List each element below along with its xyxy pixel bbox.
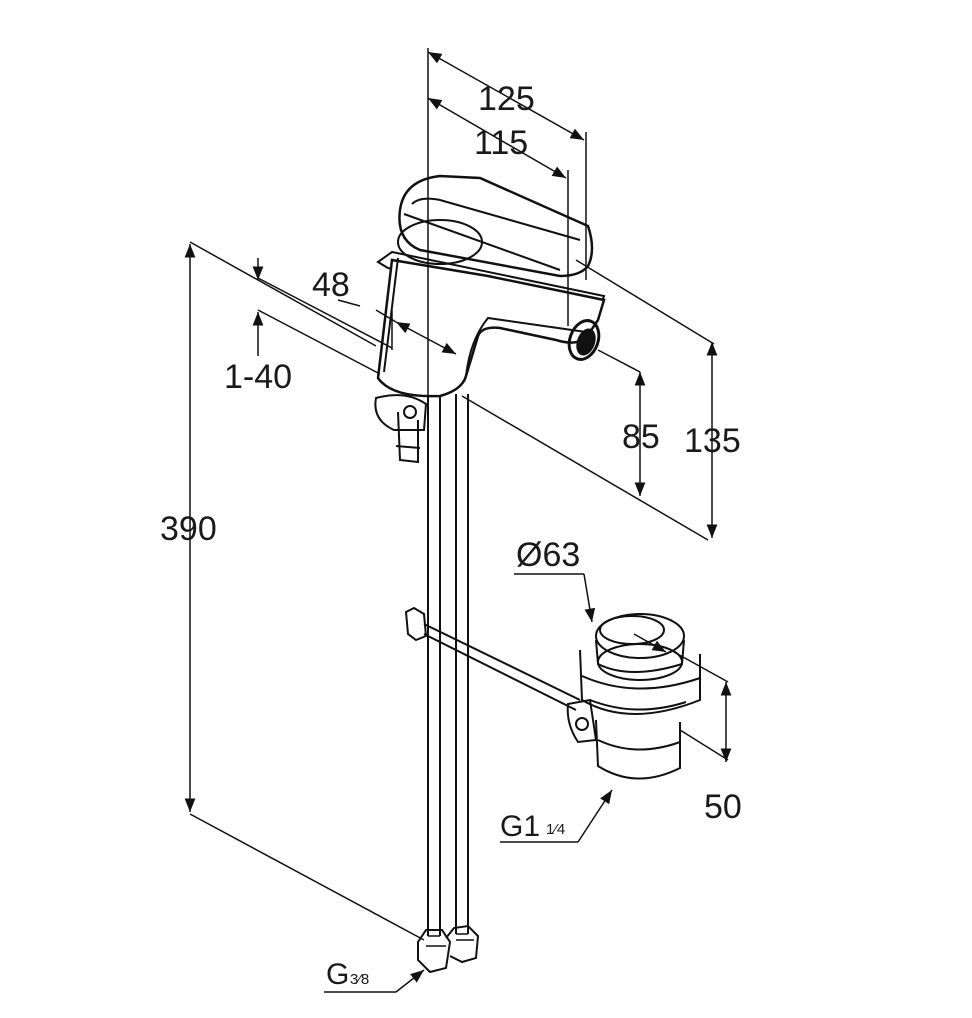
thread-waste-fraction: 1⁄4 <box>546 821 565 838</box>
faucet-body <box>374 174 606 464</box>
dimension-1-40-label: 1-40 <box>224 358 292 396</box>
thread-label-supply: G 3⁄8 <box>324 958 425 993</box>
dimension-115-label: 115 <box>474 124 528 162</box>
dimension-85: 85 <box>461 349 709 541</box>
dimension-48-label: 48 <box>312 266 350 304</box>
dimension-diameter-63-label: Ø63 <box>516 536 580 574</box>
dimension-125-label: 125 <box>478 80 535 118</box>
dimension-390: 390 <box>160 241 425 941</box>
dimension-diameter-63: Ø63 <box>514 536 667 653</box>
thread-waste-label: G1 <box>500 810 540 843</box>
dimension-115: 115 <box>427 97 569 326</box>
supply-hoses <box>417 394 480 974</box>
thread-supply-label: G <box>326 958 349 991</box>
mounting-clamp <box>374 394 428 464</box>
dimension-1-40: 1-40 <box>224 258 393 396</box>
thread-supply-fraction: 3⁄8 <box>350 971 369 988</box>
hose-nuts <box>417 924 480 974</box>
waste-valve <box>566 613 701 780</box>
lever-handle <box>397 174 594 278</box>
aerator-outlet <box>567 319 601 361</box>
dimension-50-label: 50 <box>704 788 742 826</box>
dimension-85-label: 85 <box>622 418 660 456</box>
dimension-48: 48 <box>312 266 457 355</box>
dimension-135: 135 <box>575 259 741 538</box>
dimension-390-label: 390 <box>160 510 217 548</box>
dimension-50: 50 <box>673 651 742 826</box>
dimension-135-label: 135 <box>684 422 741 460</box>
thread-label-waste: G1 1⁄4 <box>500 789 613 843</box>
popup-rod <box>404 606 581 711</box>
